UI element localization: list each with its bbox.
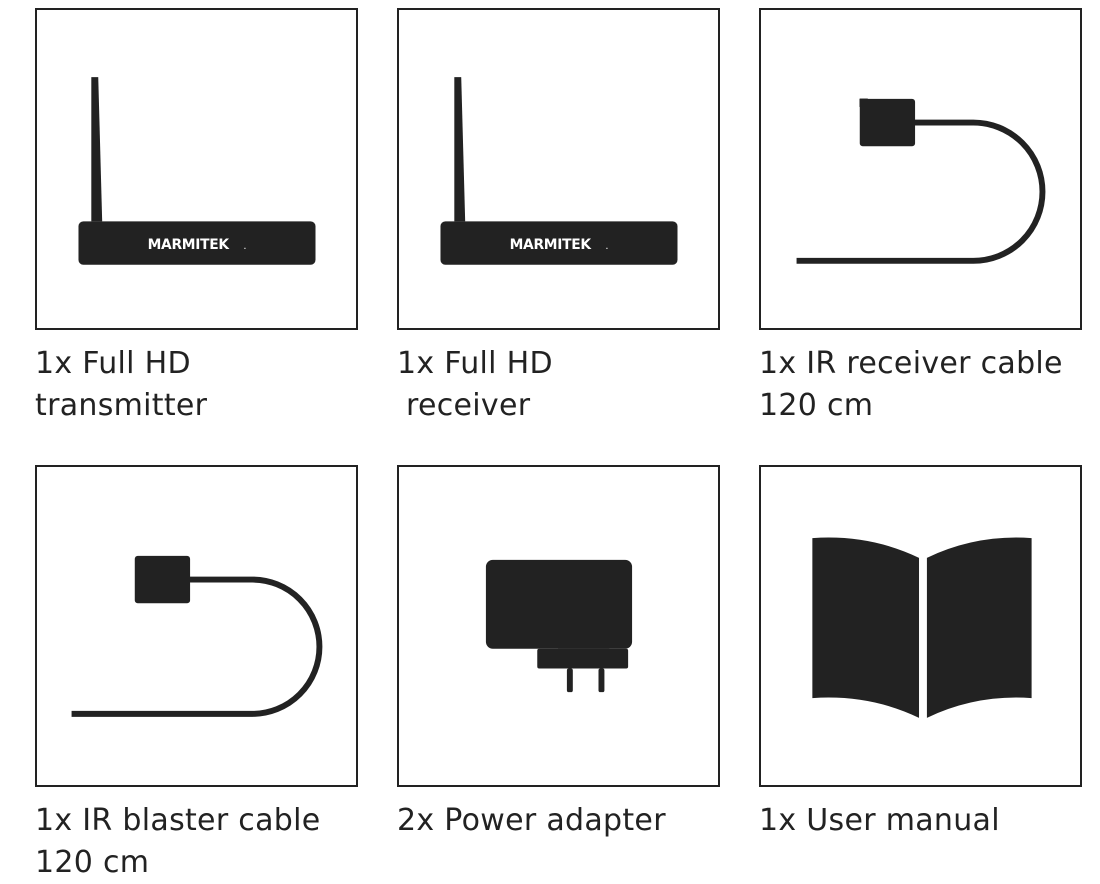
ir-blaster-cable-icon	[71, 555, 323, 717]
item-label-line: 2x Power adapter	[397, 803, 666, 838]
item-label-ir-receiver-cable: 1x IR receiver cable 120 cm	[759, 343, 1099, 427]
ir-receiver-cable-icon	[796, 98, 1046, 264]
item-tile-ir-receiver-cable	[759, 8, 1082, 330]
item-label-line: 1x User manual	[759, 803, 1000, 838]
item-label-line: 1x IR blaster cable	[35, 803, 321, 838]
svg-text:.: .	[243, 241, 246, 252]
item-tile-transmitter: MARMITEK .	[35, 8, 358, 330]
user-manual-icon	[812, 537, 1032, 718]
item-tile-user-manual	[759, 465, 1082, 787]
item-label-line: 120 cm	[759, 388, 874, 423]
item-tile-power-adapter	[397, 465, 720, 787]
transmitter-icon: MARMITEK .	[78, 77, 316, 265]
receiver-icon: MARMITEK .	[440, 77, 678, 265]
item-label-receiver: 1x Full HD receiver	[397, 343, 737, 427]
item-label-line: 1x Full HD	[35, 346, 191, 381]
item-label-transmitter: 1x Full HD transmitter	[35, 343, 375, 427]
item-label-user-manual: 1x User manual	[759, 800, 1099, 842]
item-tile-receiver: MARMITEK .	[397, 8, 720, 330]
item-label-line: receiver	[406, 388, 531, 423]
item-label-ir-blaster-cable: 1x IR blaster cable 120 cm	[35, 800, 375, 884]
item-label-line: transmitter	[35, 388, 208, 423]
item-label-line: 120 cm	[35, 845, 150, 880]
power-adapter-icon	[485, 559, 633, 693]
item-label-power-adapter: 2x Power adapter	[397, 800, 737, 842]
item-label-line: 1x Full HD	[397, 346, 553, 381]
brand-logo-receiver: MARMITEK	[510, 237, 593, 253]
svg-text:.: .	[605, 241, 608, 252]
item-tile-ir-blaster-cable	[35, 465, 358, 787]
item-label-line: 1x IR receiver cable	[759, 346, 1063, 381]
brand-logo-transmitter: MARMITEK	[148, 237, 231, 253]
